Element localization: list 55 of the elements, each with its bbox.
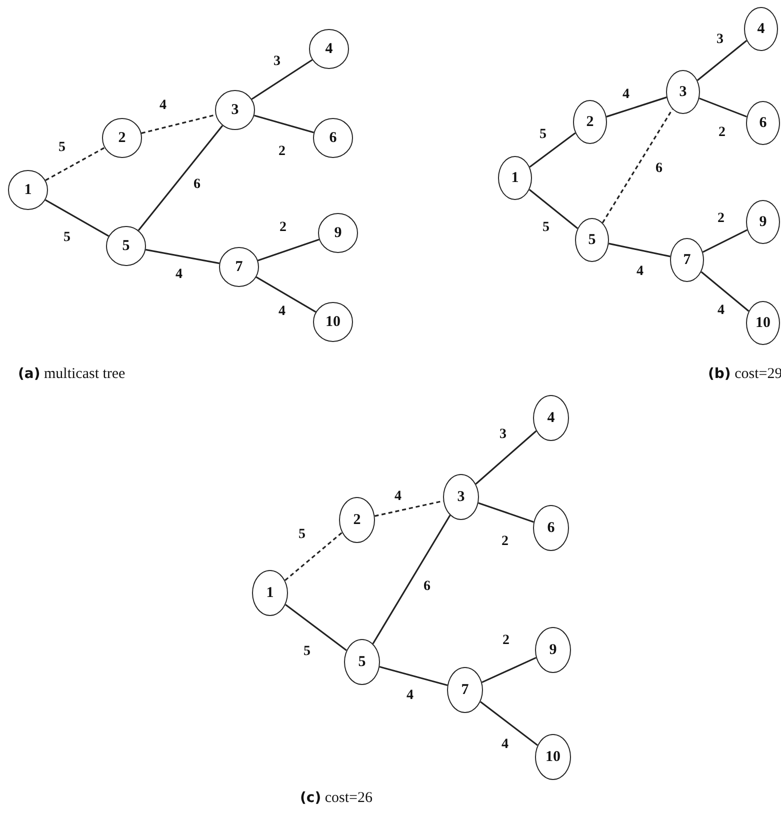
node-circle: 6	[533, 505, 569, 551]
subfigure-caption: (a) multicast tree	[18, 366, 126, 383]
node-circle: 3	[215, 90, 255, 130]
edge-line	[372, 514, 451, 644]
edge-line	[285, 604, 347, 651]
node-circle: 2	[102, 118, 142, 158]
subfigure-caption: (c) cost=26	[300, 790, 372, 807]
edge-line	[606, 96, 667, 118]
edge-line	[251, 59, 313, 100]
node-circle: 9	[318, 213, 358, 253]
edge-line	[256, 276, 316, 313]
node-circle: 3	[666, 70, 700, 114]
node-circle: 5	[344, 639, 380, 685]
edge-line	[475, 430, 537, 485]
edge-line	[482, 656, 536, 684]
node-circle: 3	[443, 474, 479, 520]
edge-line	[258, 238, 320, 262]
node-circle: 9	[746, 200, 780, 244]
edge-line	[379, 666, 448, 686]
edge-line	[608, 242, 670, 258]
node-circle: 2	[573, 100, 607, 144]
node-circle: 7	[219, 247, 259, 287]
node-circle: 2	[339, 497, 375, 543]
node-circle: 6	[313, 118, 353, 158]
edge-line	[699, 98, 747, 118]
edge-line	[374, 500, 444, 517]
node-circle: 9	[535, 627, 571, 673]
node-circle: 4	[533, 395, 569, 441]
edge-line	[696, 40, 748, 81]
edge-line	[254, 114, 314, 134]
node-circle: 5	[575, 218, 609, 262]
node-circle: 1	[8, 170, 48, 210]
edge-line	[45, 146, 105, 182]
edge-line	[478, 502, 534, 523]
node-circle: 4	[744, 7, 778, 51]
node-circle: 1	[498, 156, 532, 200]
edge-line	[141, 114, 216, 134]
node-circle: 10	[535, 734, 571, 780]
edge-line	[146, 248, 220, 264]
node-circle: 4	[309, 29, 349, 69]
node-circle: 6	[746, 101, 780, 145]
node-circle: 10	[313, 302, 353, 342]
node-circle: 10	[746, 301, 780, 345]
edge-line	[528, 189, 578, 229]
edge-line	[138, 125, 224, 231]
edge-line	[44, 199, 110, 237]
edge-line	[529, 132, 576, 168]
edge-line	[700, 271, 750, 312]
edge-line	[284, 532, 342, 581]
edge-line	[480, 701, 538, 746]
node-circle: 1	[252, 570, 288, 616]
node-circle: 5	[106, 226, 146, 266]
edge-line	[702, 229, 748, 253]
node-circle: 7	[447, 667, 483, 713]
node-circle: 7	[670, 238, 704, 282]
